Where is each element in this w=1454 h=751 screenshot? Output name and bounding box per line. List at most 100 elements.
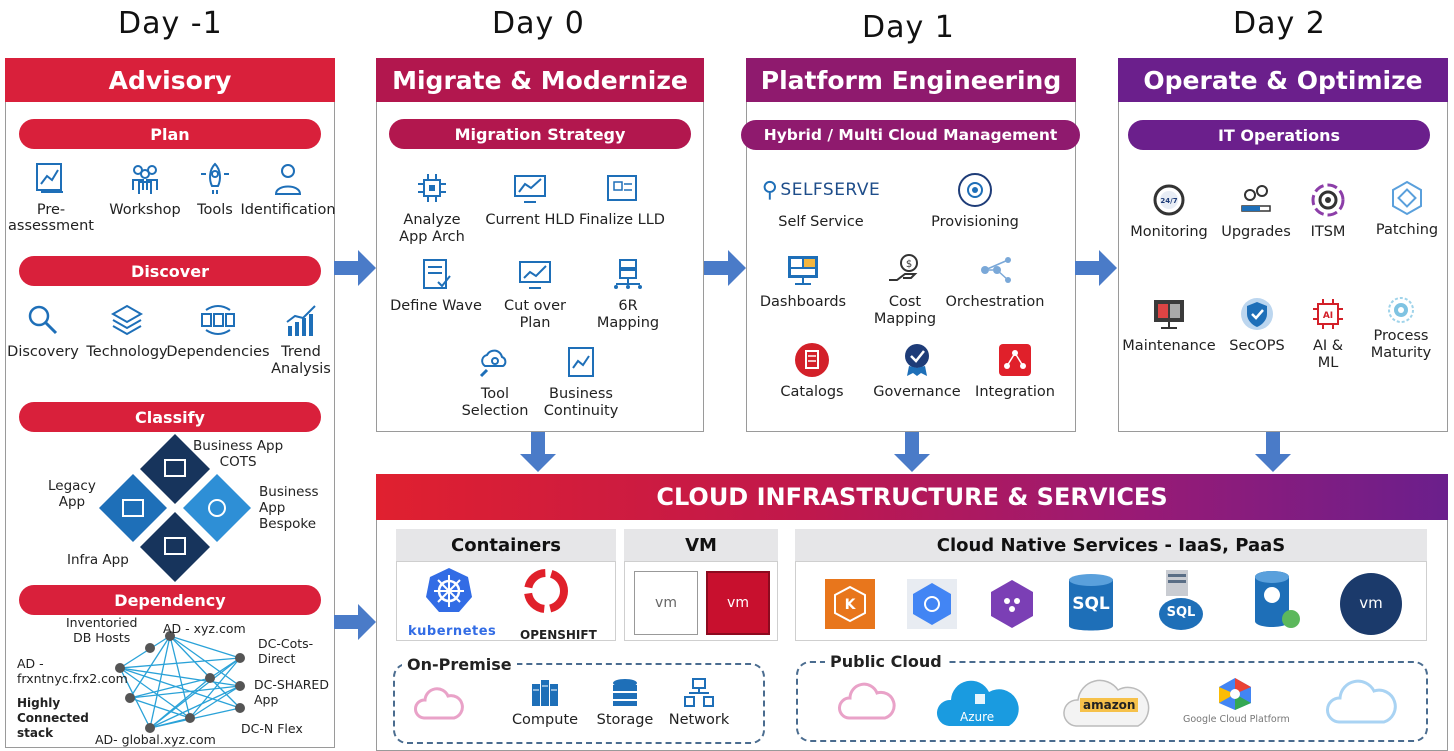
arrow-right-1 xyxy=(334,250,376,286)
migration-strategy-pill: Migration Strategy xyxy=(389,119,691,149)
ibm-cloud-pink-icon xyxy=(838,682,896,720)
trend-analysis-item: Trend Analysis xyxy=(245,302,357,378)
report-chart-icon xyxy=(36,163,63,193)
arrow-down-2 xyxy=(894,432,930,472)
dependency-pill: Dependency xyxy=(19,585,321,615)
compute-servers-icon xyxy=(532,680,558,706)
arrow-right-dependency xyxy=(334,604,376,640)
openshift-logo-text: OPENSHIFT xyxy=(520,628,597,642)
upgrades-item: Upgrades xyxy=(1201,182,1311,241)
governance-item: Governance xyxy=(862,342,972,401)
nodes-icon xyxy=(981,257,1011,283)
sql-database-icon xyxy=(1069,574,1113,631)
advisory-title: Advisory xyxy=(5,58,335,102)
integration-square-icon xyxy=(999,344,1031,376)
dc-n-flex-label: DC-N Flex xyxy=(241,721,303,736)
discovery-item: Discovery xyxy=(0,302,99,361)
vm-circle-icon xyxy=(1340,573,1402,635)
hand-coin-icon: $ xyxy=(889,254,918,281)
magnifier-icon xyxy=(28,305,58,335)
current-hld-item: Current HLD xyxy=(475,170,585,229)
k-service-icon: K xyxy=(825,579,875,629)
integration-item: Integration xyxy=(960,342,1070,401)
finalize-lld-item: Finalize LLD xyxy=(567,170,677,229)
it-operations-pill: IT Operations xyxy=(1128,120,1430,150)
svg-text:K: K xyxy=(845,597,857,613)
catalogs-item: Catalogs xyxy=(757,342,867,401)
migrate-title: Migrate & Modernize xyxy=(376,58,704,102)
analyze-app-arch-item: Analyze App Arch xyxy=(377,170,487,246)
maintenance-item: Maintenance xyxy=(1114,296,1224,355)
boxes-linked-icon xyxy=(201,305,235,335)
azure-label: Azure xyxy=(960,710,995,724)
kubernetes-logo-text: kubernetes xyxy=(408,624,497,639)
orchestration-item: Orchestration xyxy=(940,252,1050,311)
day-label-0: Day 0 xyxy=(492,6,585,41)
svg-text:$: $ xyxy=(906,259,912,270)
technology-item: Technology xyxy=(71,302,183,361)
classify-diamond-graphic xyxy=(99,434,251,582)
itsm-item: ITSM xyxy=(1273,182,1383,241)
platform-title: Platform Engineering xyxy=(746,58,1076,102)
private-cloud-icon xyxy=(414,687,464,720)
discover-pill: Discover xyxy=(19,256,321,286)
on-premise-title: On-Premise xyxy=(402,655,517,674)
kubernetes-logo-icon xyxy=(426,568,472,612)
business-app-cots-label: Business App COTS xyxy=(193,438,284,470)
ai-chip-icon: AI xyxy=(1313,299,1343,329)
cut-over-plan-item: Cut over Plan xyxy=(480,256,590,332)
ai-ml-item: AI AI & ML xyxy=(1273,296,1383,372)
tool-selection-item: Tool Selection xyxy=(440,344,550,420)
dc-shared-app-label: DC-SHARED App xyxy=(254,677,329,707)
network-item: Network xyxy=(644,678,754,729)
inventoried-db-hosts-label: Inventoried DB Hosts xyxy=(66,615,138,645)
vm-header: VM xyxy=(624,529,778,561)
day-label-1: Day 1 xyxy=(862,10,955,45)
clock-24-7-icon: 24/7 xyxy=(1153,184,1185,216)
gcp-hexagon-icon xyxy=(907,579,957,629)
dependency-network-graphic xyxy=(115,631,245,733)
infra-app-label: Infra App xyxy=(67,552,129,568)
storage-database-icon xyxy=(613,679,637,706)
arrow-down-3 xyxy=(1255,432,1291,472)
monitoring-item: 24/7 Monitoring xyxy=(1114,182,1224,241)
business-app-bespoke-label: Business App Bespoke xyxy=(259,484,319,532)
gears-progress-icon xyxy=(1241,185,1271,212)
vm-white-tile: vm xyxy=(634,571,698,635)
gear-circle-icon xyxy=(958,173,992,207)
operate-title: Operate & Optimize xyxy=(1118,58,1448,102)
pre-assessment-item: Pre- assessment xyxy=(0,160,107,234)
maintenance-monitor-icon xyxy=(1154,300,1184,329)
classify-pill: Classify xyxy=(19,402,321,432)
business-continuity-item: Business Continuity xyxy=(526,344,636,420)
compute-item: Compute xyxy=(490,678,600,729)
sql-database-label: SQL xyxy=(1072,594,1110,614)
blueprint-icon xyxy=(607,175,637,201)
ad-global-label: AD- global.xyz.com xyxy=(95,732,216,747)
dependencies-item: Dependencies xyxy=(162,302,274,361)
workshop-item: Workshop xyxy=(89,160,201,219)
sql-server-label: SQL xyxy=(1166,605,1196,620)
badge-check-icon xyxy=(905,344,929,376)
document-graph-icon xyxy=(568,347,594,377)
dc-cots-direct-label: DC-Cots- Direct xyxy=(258,636,314,666)
document-check-icon xyxy=(423,259,451,289)
secops-item: SecOPS xyxy=(1202,296,1312,355)
azure-cloud-icon xyxy=(936,680,1019,726)
shield-check-icon xyxy=(1241,298,1273,330)
amazon-label: amazon xyxy=(1080,698,1139,712)
openshift-logo-icon xyxy=(524,569,568,613)
person-icon xyxy=(274,164,302,195)
network-tree-icon xyxy=(684,678,714,707)
cost-mapping-item: $ Cost Mapping xyxy=(850,252,960,328)
storage-item: Storage xyxy=(570,678,680,729)
on-premise-box xyxy=(393,663,765,744)
postgres-database-icon xyxy=(1255,571,1300,628)
server-network-icon xyxy=(614,259,642,289)
dashboards-item: Dashboards xyxy=(748,252,858,311)
people-group-icon xyxy=(132,165,158,194)
arrow-right-2 xyxy=(704,250,746,286)
purple-hexagon-icon xyxy=(991,580,1033,628)
trend-chart-icon xyxy=(286,305,316,336)
operate-panel xyxy=(1118,58,1448,432)
